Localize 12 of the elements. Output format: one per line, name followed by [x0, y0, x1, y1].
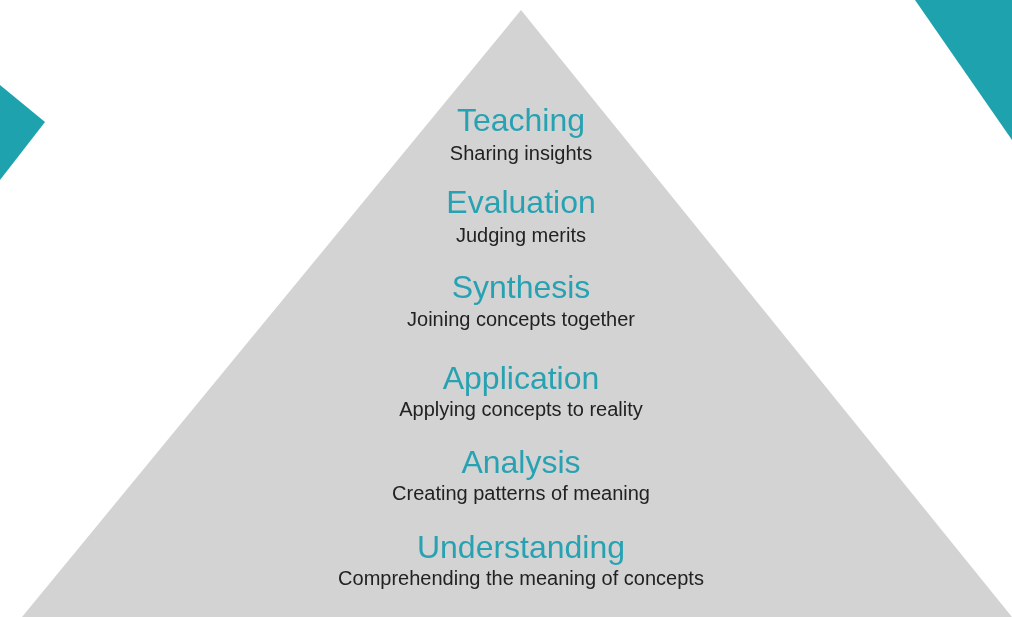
- level-description: Comprehending the meaning of concepts: [338, 568, 704, 588]
- level-description: Sharing insights: [449, 143, 593, 163]
- level-description: Applying concepts to reality: [399, 399, 643, 419]
- level-title: Analysis: [461, 446, 581, 478]
- level-description: Creating patterns of meaning: [392, 483, 650, 503]
- level-title: Synthesis: [451, 271, 591, 303]
- level-description: Joining concepts together: [407, 309, 635, 329]
- level-title: Understanding: [416, 531, 626, 563]
- level-description: Judging merits: [455, 225, 587, 245]
- level-title: Application: [442, 362, 600, 394]
- level-title: Evaluation: [446, 186, 596, 218]
- level-title: Teaching: [456, 104, 586, 136]
